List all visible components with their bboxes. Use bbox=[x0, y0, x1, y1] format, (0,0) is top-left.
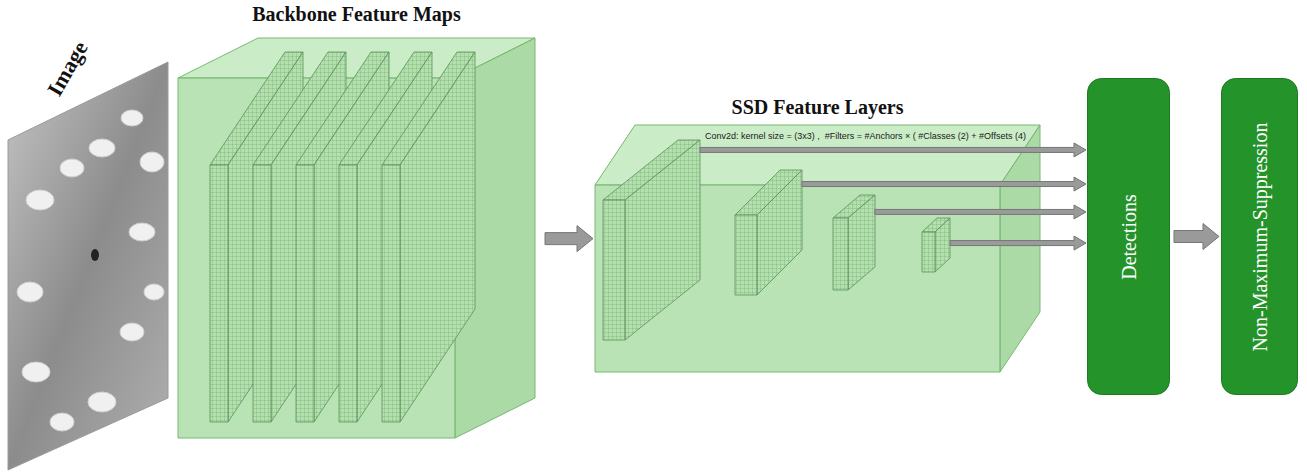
block-outline bbox=[178, 38, 535, 438]
block-face bbox=[1000, 125, 1040, 372]
backbone-block: Backbone Feature Maps bbox=[178, 38, 535, 438]
stage-box-fill bbox=[1222, 79, 1298, 395]
block-heading: Backbone Feature Maps bbox=[178, 2, 535, 26]
block-heading: SSD Feature Layers bbox=[595, 95, 1040, 119]
backbone-feature-maps bbox=[210, 52, 475, 422]
stage-label: Detections bbox=[1117, 194, 1141, 280]
layer-annotation: Conv2d: kernel size = (3x3) , #Filters =… bbox=[705, 131, 1026, 142]
nms-box: Non-Maximum-Suppression bbox=[1221, 78, 1298, 395]
ssd-feature-maps bbox=[603, 140, 950, 340]
input-image bbox=[8, 62, 168, 470]
arrow-connector bbox=[1174, 224, 1219, 250]
stage-box-fill bbox=[1088, 79, 1170, 395]
detections-box: Detections bbox=[1087, 78, 1170, 395]
stage-label: Non-Maximum-Suppression bbox=[1248, 122, 1272, 351]
ssd-block: SSD Feature LayersConv2d: kernel size = … bbox=[595, 125, 1040, 372]
block-outline bbox=[595, 125, 1040, 372]
arrow-connector bbox=[545, 226, 593, 252]
image-label: Image bbox=[42, 37, 93, 100]
